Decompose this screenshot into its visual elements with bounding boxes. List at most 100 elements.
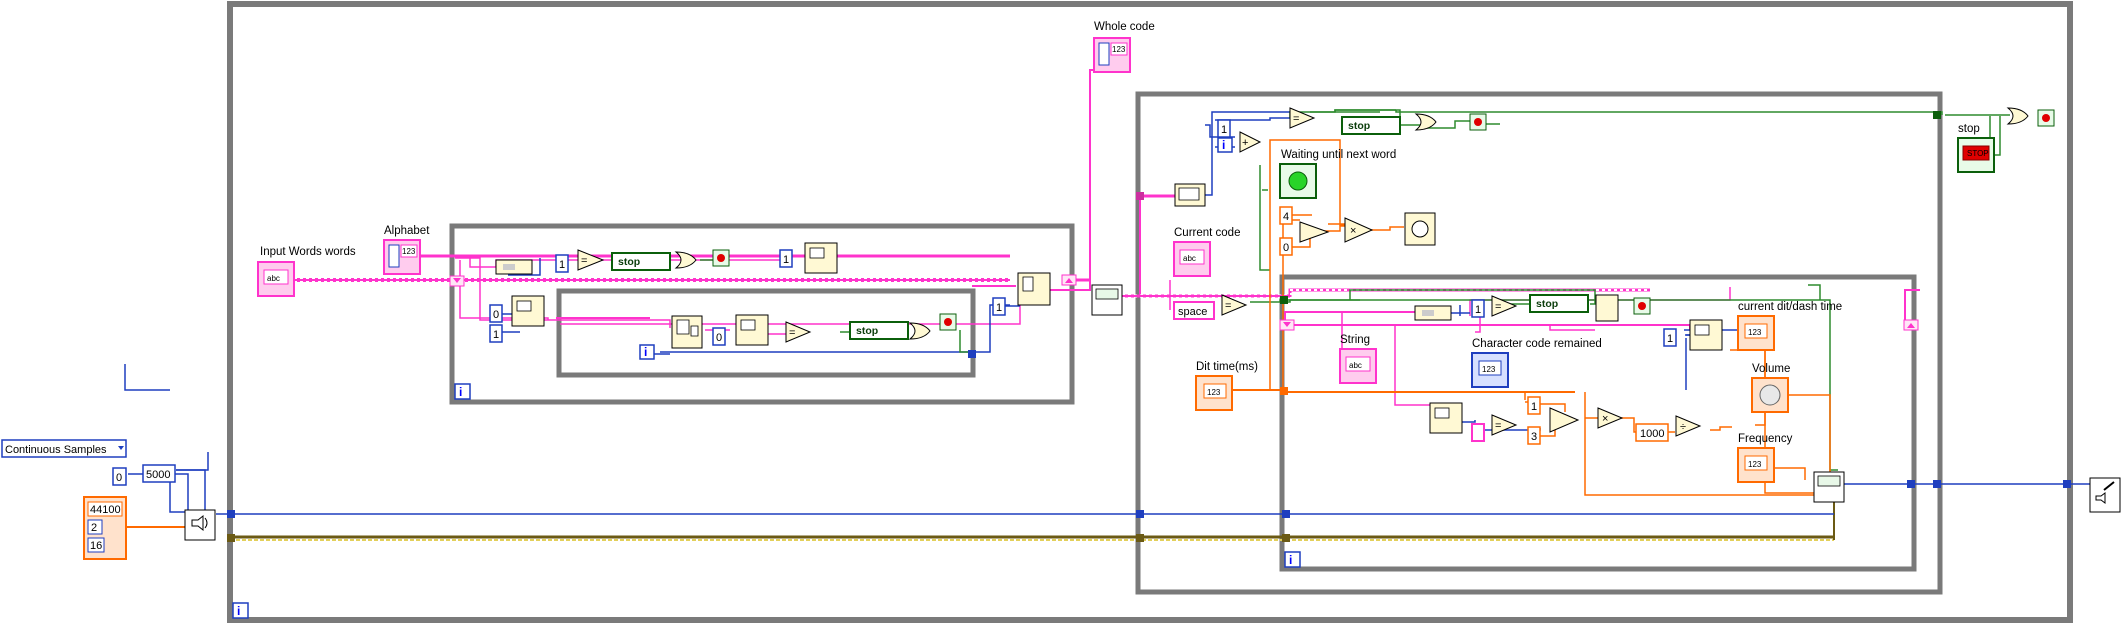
string-label: String	[1340, 334, 1370, 346]
three-constant[interactable]: 3	[1527, 426, 1541, 445]
or-node-c[interactable]	[1414, 113, 1437, 131]
or-node-b[interactable]	[908, 322, 931, 340]
one-constant-i[interactable]: 1	[1527, 396, 1541, 415]
symbol-while-loop	[1279, 274, 1917, 572]
eraser-icon	[2103, 481, 2115, 491]
stop-constant-c[interactable]: stop	[1341, 116, 1401, 135]
sound-write-node-right[interactable]	[1813, 471, 1845, 503]
one-constant-b[interactable]: 1	[779, 249, 793, 268]
one-constant-f[interactable]: 1	[1471, 299, 1485, 318]
whole-code-indicator: 123	[1093, 37, 1131, 73]
current-code-label: Current code	[1174, 227, 1240, 239]
add-node[interactable]: +	[1239, 131, 1262, 153]
multiply-node-b[interactable]: ×	[1597, 407, 1624, 429]
equal-node-c[interactable]: =	[1289, 107, 1316, 129]
equal-node-d[interactable]: =	[1221, 294, 1248, 316]
clock-icon	[1411, 220, 1429, 238]
string-indicator: abc	[1339, 348, 1377, 384]
svg-text:123: 123	[1748, 328, 1762, 337]
stop-indicator	[712, 249, 730, 267]
stop-constant[interactable]: stop	[611, 252, 671, 271]
stop-constant-b[interactable]: stop	[849, 321, 909, 340]
svg-text:3: 3	[1531, 431, 1537, 443]
one-constant-e[interactable]: 1	[1217, 119, 1231, 138]
iteration-terminal: i	[639, 344, 655, 360]
one-constant-g[interactable]: 1	[1663, 328, 1677, 347]
stop-indicator-d	[2037, 109, 2055, 127]
svg-text:0: 0	[1283, 242, 1289, 254]
zero-constant-d[interactable]: 0	[1279, 237, 1293, 256]
or-node[interactable]	[674, 251, 697, 269]
dit-time-control[interactable]: 123	[1195, 375, 1233, 411]
space-constant[interactable]: space	[1173, 301, 1215, 320]
sound-output-configure-vi[interactable]	[184, 509, 216, 541]
wait-ms-node[interactable]	[1404, 212, 1436, 246]
string-subset-node-e[interactable]	[1429, 402, 1463, 434]
input-words-control[interactable]: abc	[257, 261, 295, 297]
replace-subset-node[interactable]	[1017, 272, 1051, 306]
shift-register-left	[449, 275, 465, 287]
sound-format-cluster[interactable]: 44100 2 16	[83, 496, 127, 560]
or-node-d[interactable]	[2006, 107, 2029, 125]
alphabet-array[interactable]: 123	[383, 239, 421, 275]
svg-text:1: 1	[559, 259, 565, 271]
index-array-node[interactable]	[671, 315, 703, 349]
dit-time-label: Dit time(ms)	[1196, 361, 1258, 373]
svg-text:0: 0	[716, 332, 722, 344]
volume-control[interactable]	[1751, 377, 1789, 413]
svg-text:i: i	[459, 385, 462, 399]
equal-node-f[interactable]: =	[1491, 414, 1518, 436]
svg-text:=: =	[1495, 301, 1501, 313]
zero-constant-c[interactable]: 0	[712, 327, 726, 346]
svg-text:=: =	[1225, 300, 1231, 312]
svg-text:+: +	[1242, 137, 1248, 149]
chevron-down-icon	[118, 446, 124, 450]
string-subset-node-d[interactable]	[1689, 319, 1723, 351]
whole-code-label: Whole code	[1094, 21, 1155, 33]
current-code-indicator: abc	[1173, 241, 1211, 277]
multiply-node[interactable]: ×	[1344, 217, 1374, 243]
zero-constant-b[interactable]: 0	[489, 304, 503, 323]
stop-button-control[interactable]: STOP	[1957, 137, 1995, 173]
svg-text:123: 123	[1748, 460, 1762, 469]
sample-mode-ring[interactable]: Continuous Samples	[1, 439, 127, 458]
svg-text:stop: stop	[856, 325, 878, 337]
string-length-node-b[interactable]	[1414, 305, 1452, 321]
svg-text:Continuous Samples: Continuous Samples	[5, 444, 107, 456]
stop-constant-d[interactable]: stop	[1529, 294, 1589, 313]
select-node[interactable]	[1299, 221, 1330, 243]
sound-write-node-left[interactable]	[1091, 284, 1123, 316]
samples-constant[interactable]: 5000	[142, 464, 176, 483]
string-constant[interactable]	[1471, 423, 1485, 442]
select-node-b[interactable]	[1549, 407, 1580, 433]
four-constant[interactable]: 4	[1279, 206, 1293, 225]
or-node-e[interactable]	[1595, 294, 1619, 322]
waiting-label: Waiting until next word	[1281, 149, 1396, 161]
svg-text:0: 0	[493, 309, 499, 321]
outer-while-loop	[227, 1, 2073, 623]
svg-text:123: 123	[1112, 45, 1126, 54]
svg-text:stop: stop	[1348, 120, 1370, 132]
speaker-icon	[2095, 492, 2106, 504]
string-subset-node[interactable]	[804, 242, 838, 274]
frequency-control[interactable]: 123	[1737, 447, 1775, 483]
string-length-node[interactable]	[495, 259, 533, 275]
one-constant-c[interactable]: 1	[489, 324, 503, 343]
char-code-remained-indicator: 123	[1471, 352, 1509, 388]
equal-node[interactable]: =	[577, 249, 605, 271]
svg-text:=: =	[1495, 420, 1501, 432]
one-constant-d[interactable]: 1	[992, 297, 1006, 316]
one-constant[interactable]: 1	[555, 254, 569, 273]
string-subset-node-b[interactable]	[511, 295, 545, 327]
equal-node-b[interactable]: =	[785, 321, 812, 343]
zero-constant[interactable]: 0	[112, 467, 127, 486]
svg-text:abc: abc	[267, 274, 280, 283]
sound-output-clear-vi[interactable]	[2089, 477, 2121, 513]
thousand-constant[interactable]: 1000	[1635, 423, 1669, 442]
string-subset-node-c[interactable]	[735, 314, 769, 346]
divide-node[interactable]: ÷	[1675, 415, 1702, 437]
svg-text:123: 123	[1207, 388, 1221, 397]
svg-text:123: 123	[402, 247, 416, 256]
array-size-node[interactable]	[1174, 183, 1206, 207]
equal-node-e[interactable]: =	[1491, 295, 1518, 317]
